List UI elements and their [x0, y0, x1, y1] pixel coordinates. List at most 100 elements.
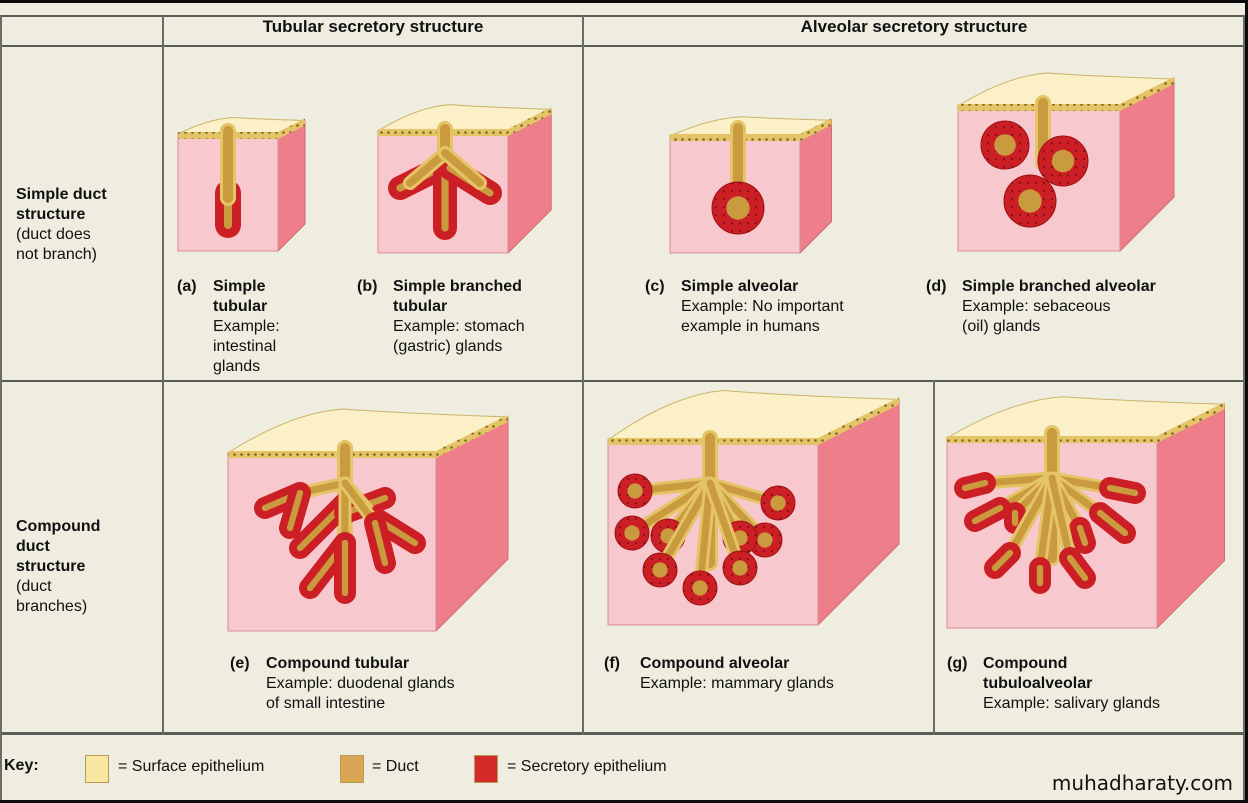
- gland-illustration-c: [668, 116, 832, 254]
- row-header-compound: Compound duct structure (duct branches): [16, 517, 100, 617]
- duct: [441, 149, 484, 187]
- caption-title: Compound alveolar: [640, 655, 790, 672]
- key-text-surface: = Surface epithelium: [118, 758, 265, 775]
- caption-title: tubular: [393, 298, 448, 315]
- surface-top-face: [606, 389, 900, 441]
- acinus-lumen: [726, 196, 750, 220]
- surface-epithelium-side: [818, 397, 899, 445]
- gland-classification-diagram: Tubular secretory structure Alveolar sec…: [0, 3, 1245, 800]
- column-header-tubular: Tubular secretory structure: [262, 17, 484, 36]
- key-text-duct: = Duct: [372, 758, 419, 775]
- grid-line-compound-bottom: [0, 732, 1245, 735]
- duct: [406, 149, 449, 187]
- caption-example: intestinal: [213, 338, 277, 355]
- column-header-alveolar: Alveolar secretory structure: [800, 17, 1028, 36]
- surface-top-face: [945, 396, 1225, 439]
- caption-example: Example: stomach: [393, 318, 525, 335]
- gland-illustration-d: [956, 72, 1175, 252]
- surface-epithelium-swatch: [85, 755, 109, 783]
- surface-epithelium-side: [1157, 402, 1225, 443]
- grid-line-top: [0, 15, 1245, 17]
- grid-line-right: [1243, 15, 1245, 800]
- watermark: muhadharaty.com: [1033, 769, 1241, 797]
- caption-title: Compound: [983, 655, 1068, 672]
- surface-epithelium: [228, 451, 436, 458]
- row-title-line: Simple duct: [16, 186, 107, 203]
- caption-example: Example: No important: [681, 298, 844, 315]
- grid-line-simple-bottom: [0, 380, 1245, 382]
- caption-title: Simple: [213, 278, 266, 295]
- tubule-lumen: [1076, 524, 1089, 547]
- caption-tag: (b): [357, 278, 378, 295]
- acinus-lumen: [732, 560, 748, 576]
- row-title-line: structure: [16, 206, 86, 223]
- gland-caption-g: (g) Compound tubuloalveolar Example: sal…: [947, 654, 1160, 714]
- surface-top-face: [376, 104, 552, 132]
- caption-example: glands: [213, 358, 261, 375]
- gland-illustrations: [176, 72, 1225, 632]
- caption-example: example in humans: [681, 318, 820, 335]
- acinus-lumen: [757, 532, 773, 548]
- gland-caption-d: (d) Simple branched alveolar Example: se…: [926, 277, 1156, 337]
- surface-top-face: [226, 408, 509, 454]
- gland-illustration-f: [606, 389, 900, 626]
- surface-epithelium-side: [436, 415, 508, 458]
- duct: [1048, 474, 1074, 562]
- caption-tag: (d): [926, 278, 947, 295]
- key-text-secretory: = Secretory epithelium: [507, 758, 667, 775]
- caption-example: Example:: [213, 318, 280, 335]
- tubule-lumen: [1066, 554, 1089, 582]
- acinus-lumen: [627, 483, 643, 499]
- acinus-lumen: [1051, 149, 1075, 173]
- caption-title: tubuloalveolar: [983, 675, 1093, 692]
- caption-example: (gastric) glands: [393, 338, 503, 355]
- secretory-epithelium-swatch: [474, 755, 498, 783]
- row-title-line: Compound: [16, 518, 101, 535]
- gland-illustration-e: [226, 408, 509, 632]
- caption-title: Compound tubular: [266, 655, 410, 672]
- caption-example: Example: duodenal glands: [266, 675, 455, 692]
- caption-title: Simple branched alveolar: [962, 278, 1156, 295]
- tubule-lumen: [961, 479, 989, 492]
- gland-caption-f: (f) Compound alveolar Example: mammary g…: [604, 654, 834, 694]
- caption-example: Example: sebaceous: [962, 298, 1111, 315]
- row-title-line: duct: [16, 538, 50, 555]
- surface-epithelium-side: [278, 118, 305, 139]
- surface-top-face: [669, 116, 832, 137]
- tubule-lumen: [1096, 509, 1129, 537]
- row-subtitle-line: (duct does: [16, 226, 91, 243]
- tubule-lumen: [991, 549, 1014, 572]
- surface-top-face: [956, 72, 1175, 107]
- row-title-line: structure: [16, 558, 86, 575]
- gland-illustration-b: [376, 104, 552, 254]
- row-subtitle-line: branches): [16, 598, 88, 615]
- grid-line-header-bottom: [0, 45, 1245, 47]
- tubule-lumen: [971, 504, 1004, 525]
- grid-line-left: [0, 15, 2, 800]
- caption-title: Simple branched: [393, 278, 522, 295]
- tubule-lumen: [1106, 484, 1139, 497]
- caption-tag: (a): [177, 278, 197, 295]
- duct: [696, 479, 714, 592]
- acinus-lumen: [652, 562, 668, 578]
- row-header-simple: Simple duct structure (duct does not bra…: [16, 185, 107, 265]
- acinus-lumen: [1018, 189, 1042, 213]
- acinus-lumen: [770, 495, 786, 511]
- caption-example: of small intestine: [266, 695, 386, 712]
- gland-illustration-g: [945, 396, 1225, 629]
- grid-line-col2: [582, 15, 584, 735]
- caption-tag: (g): [947, 655, 968, 672]
- gland-caption-e: (e) Compound tubular Example: duodenal g…: [230, 654, 455, 714]
- caption-tag: (e): [230, 655, 250, 672]
- caption-title: tubular: [213, 298, 268, 315]
- surface-top-face: [177, 116, 306, 135]
- gland-caption-b: (b) Simple branched tubular Example: sto…: [357, 277, 525, 357]
- caption-example: Example: mammary glands: [640, 675, 834, 692]
- key-label: Key:: [4, 757, 39, 774]
- tubule-lumen: [371, 519, 389, 567]
- grid-line-col1: [162, 15, 164, 735]
- row-subtitle-line: (duct: [16, 578, 52, 595]
- duct-swatch: [340, 755, 364, 783]
- gland-illustration-a: [176, 116, 306, 252]
- caption-tag: (c): [645, 278, 665, 295]
